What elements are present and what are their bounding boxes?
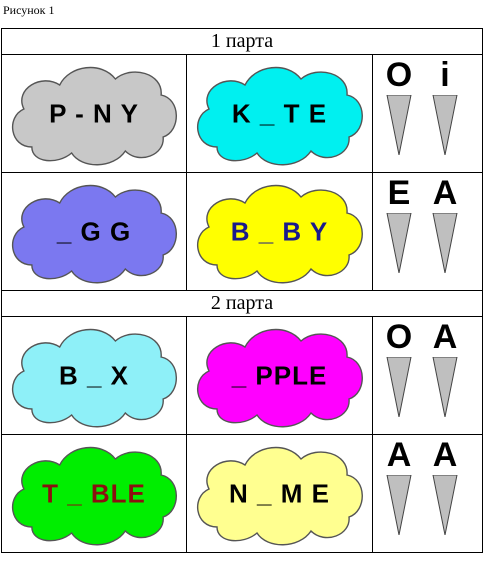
word-card: P - N Y: [1, 54, 187, 173]
vowel-letter: O: [385, 318, 413, 356]
cloud-shape: N _ M E: [187, 435, 372, 552]
missing-letter-word: T _ BLE: [42, 478, 146, 508]
missing-letter-word: N _ M E: [229, 478, 330, 508]
cloud-icon: [196, 184, 363, 284]
missing-letter-word: _ G G: [56, 216, 132, 246]
wedge-pointer-icon: [379, 212, 419, 274]
word-card: _ G G: [1, 172, 187, 291]
cloud-shape: B _ B Y: [187, 173, 372, 290]
vowel-letter: O: [385, 56, 413, 94]
cloud-icon: [196, 328, 363, 428]
cloud-icon: [196, 446, 363, 546]
vowel-letter: A: [432, 436, 458, 474]
cloud-icon: [11, 66, 177, 166]
vowel-letter: A: [432, 174, 458, 212]
cloud-icon: [196, 66, 363, 166]
vowel-letter: E: [387, 174, 411, 212]
cloud-shape: P - N Y: [2, 55, 186, 172]
vowel-letter: A: [432, 318, 458, 356]
missing-letter-word: P - N Y: [49, 98, 139, 128]
word-card: B _ B Y: [186, 172, 373, 291]
word-card: _ PPLE: [186, 316, 373, 435]
cloud-shape: _ G G: [2, 173, 186, 290]
wedge-pointer-icon: [379, 474, 419, 536]
word-card: B _ X: [1, 316, 187, 435]
wedge-pointer-icon: [425, 474, 465, 536]
missing-letter-word: B _ X: [58, 360, 130, 390]
cloud-icon: [11, 446, 177, 546]
figure-caption: Рисунок 1: [3, 3, 55, 17]
cloud-icon: [11, 328, 177, 428]
cloud-shape: K _ T E: [187, 55, 372, 172]
wedge-pointer-icon: [425, 356, 465, 418]
word-card: N _ M E: [186, 434, 373, 553]
vowel-letter: i: [440, 56, 450, 94]
cloud-shape: _ PPLE: [187, 317, 372, 434]
cloud-shape: T _ BLE: [2, 435, 186, 552]
cloud-shape: B _ X: [2, 317, 186, 434]
word-card: K _ T E: [186, 54, 373, 173]
wedge-pointer-icon: [425, 212, 465, 274]
wedge-pointer-icon: [379, 356, 419, 418]
missing-letter-word: _ PPLE: [231, 360, 328, 390]
desk-2-title: 2 парта: [1, 290, 483, 317]
vowel-letter: A: [386, 436, 412, 474]
missing-letter-word: B _ B Y: [230, 216, 329, 246]
wedge-pointer-icon: [379, 94, 419, 156]
wedge-pointer-icon: [425, 94, 465, 156]
missing-letter-word: K _ T E: [231, 98, 328, 128]
desk-1-title: 1 парта: [1, 28, 483, 55]
cloud-icon: [11, 184, 177, 284]
word-card: T _ BLE: [1, 434, 187, 553]
